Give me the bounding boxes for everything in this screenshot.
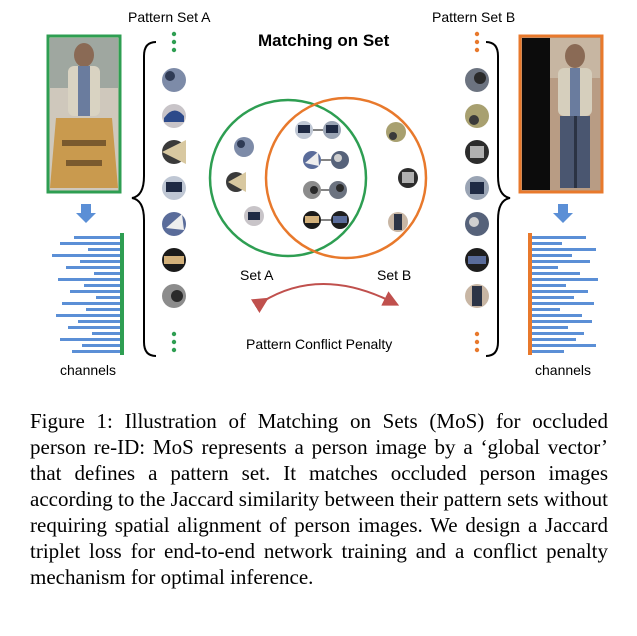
channels-label-a: channels: [60, 362, 116, 378]
person-photo-b: [518, 34, 604, 194]
figure: Pattern Set A Pattern Set B Matching on …: [46, 9, 604, 378]
pattern-patches-a: [162, 68, 186, 308]
down-arrow-icon: [76, 204, 96, 223]
venn-patches-b-only: [386, 122, 418, 232]
pattern-set-a-label: Pattern Set A: [128, 9, 211, 25]
channel-bars-a: [52, 233, 124, 355]
ellipsis-dots-b: [474, 31, 480, 353]
conflict-penalty-arrow-icon: [250, 283, 400, 314]
figure-canvas: Pattern Set A Pattern Set B Matching on …: [46, 9, 604, 378]
channel-bars-b: [528, 233, 598, 355]
channels-label-b: channels: [535, 362, 591, 378]
venn-patches-a-only: [226, 137, 264, 226]
figure-title: Matching on Set: [258, 31, 390, 50]
person-photo-a: [46, 34, 122, 194]
pattern-set-b-label: Pattern Set B: [432, 9, 515, 25]
venn-patches-intersection: [295, 121, 349, 229]
set-a-label: Set A: [240, 267, 274, 283]
set-b-label: Set B: [377, 267, 411, 283]
ellipsis-dots-a: [171, 31, 177, 353]
left-brace: [131, 41, 157, 357]
down-arrow-icon: [553, 204, 573, 223]
figure-caption: Figure 1: Illustration of Matching on Se…: [30, 409, 608, 589]
right-brace: [485, 41, 511, 357]
set-a-circle: [208, 98, 368, 258]
set-b-circle: [264, 96, 428, 260]
pattern-patches-b: [465, 68, 489, 308]
penalty-label: Pattern Conflict Penalty: [246, 336, 392, 352]
